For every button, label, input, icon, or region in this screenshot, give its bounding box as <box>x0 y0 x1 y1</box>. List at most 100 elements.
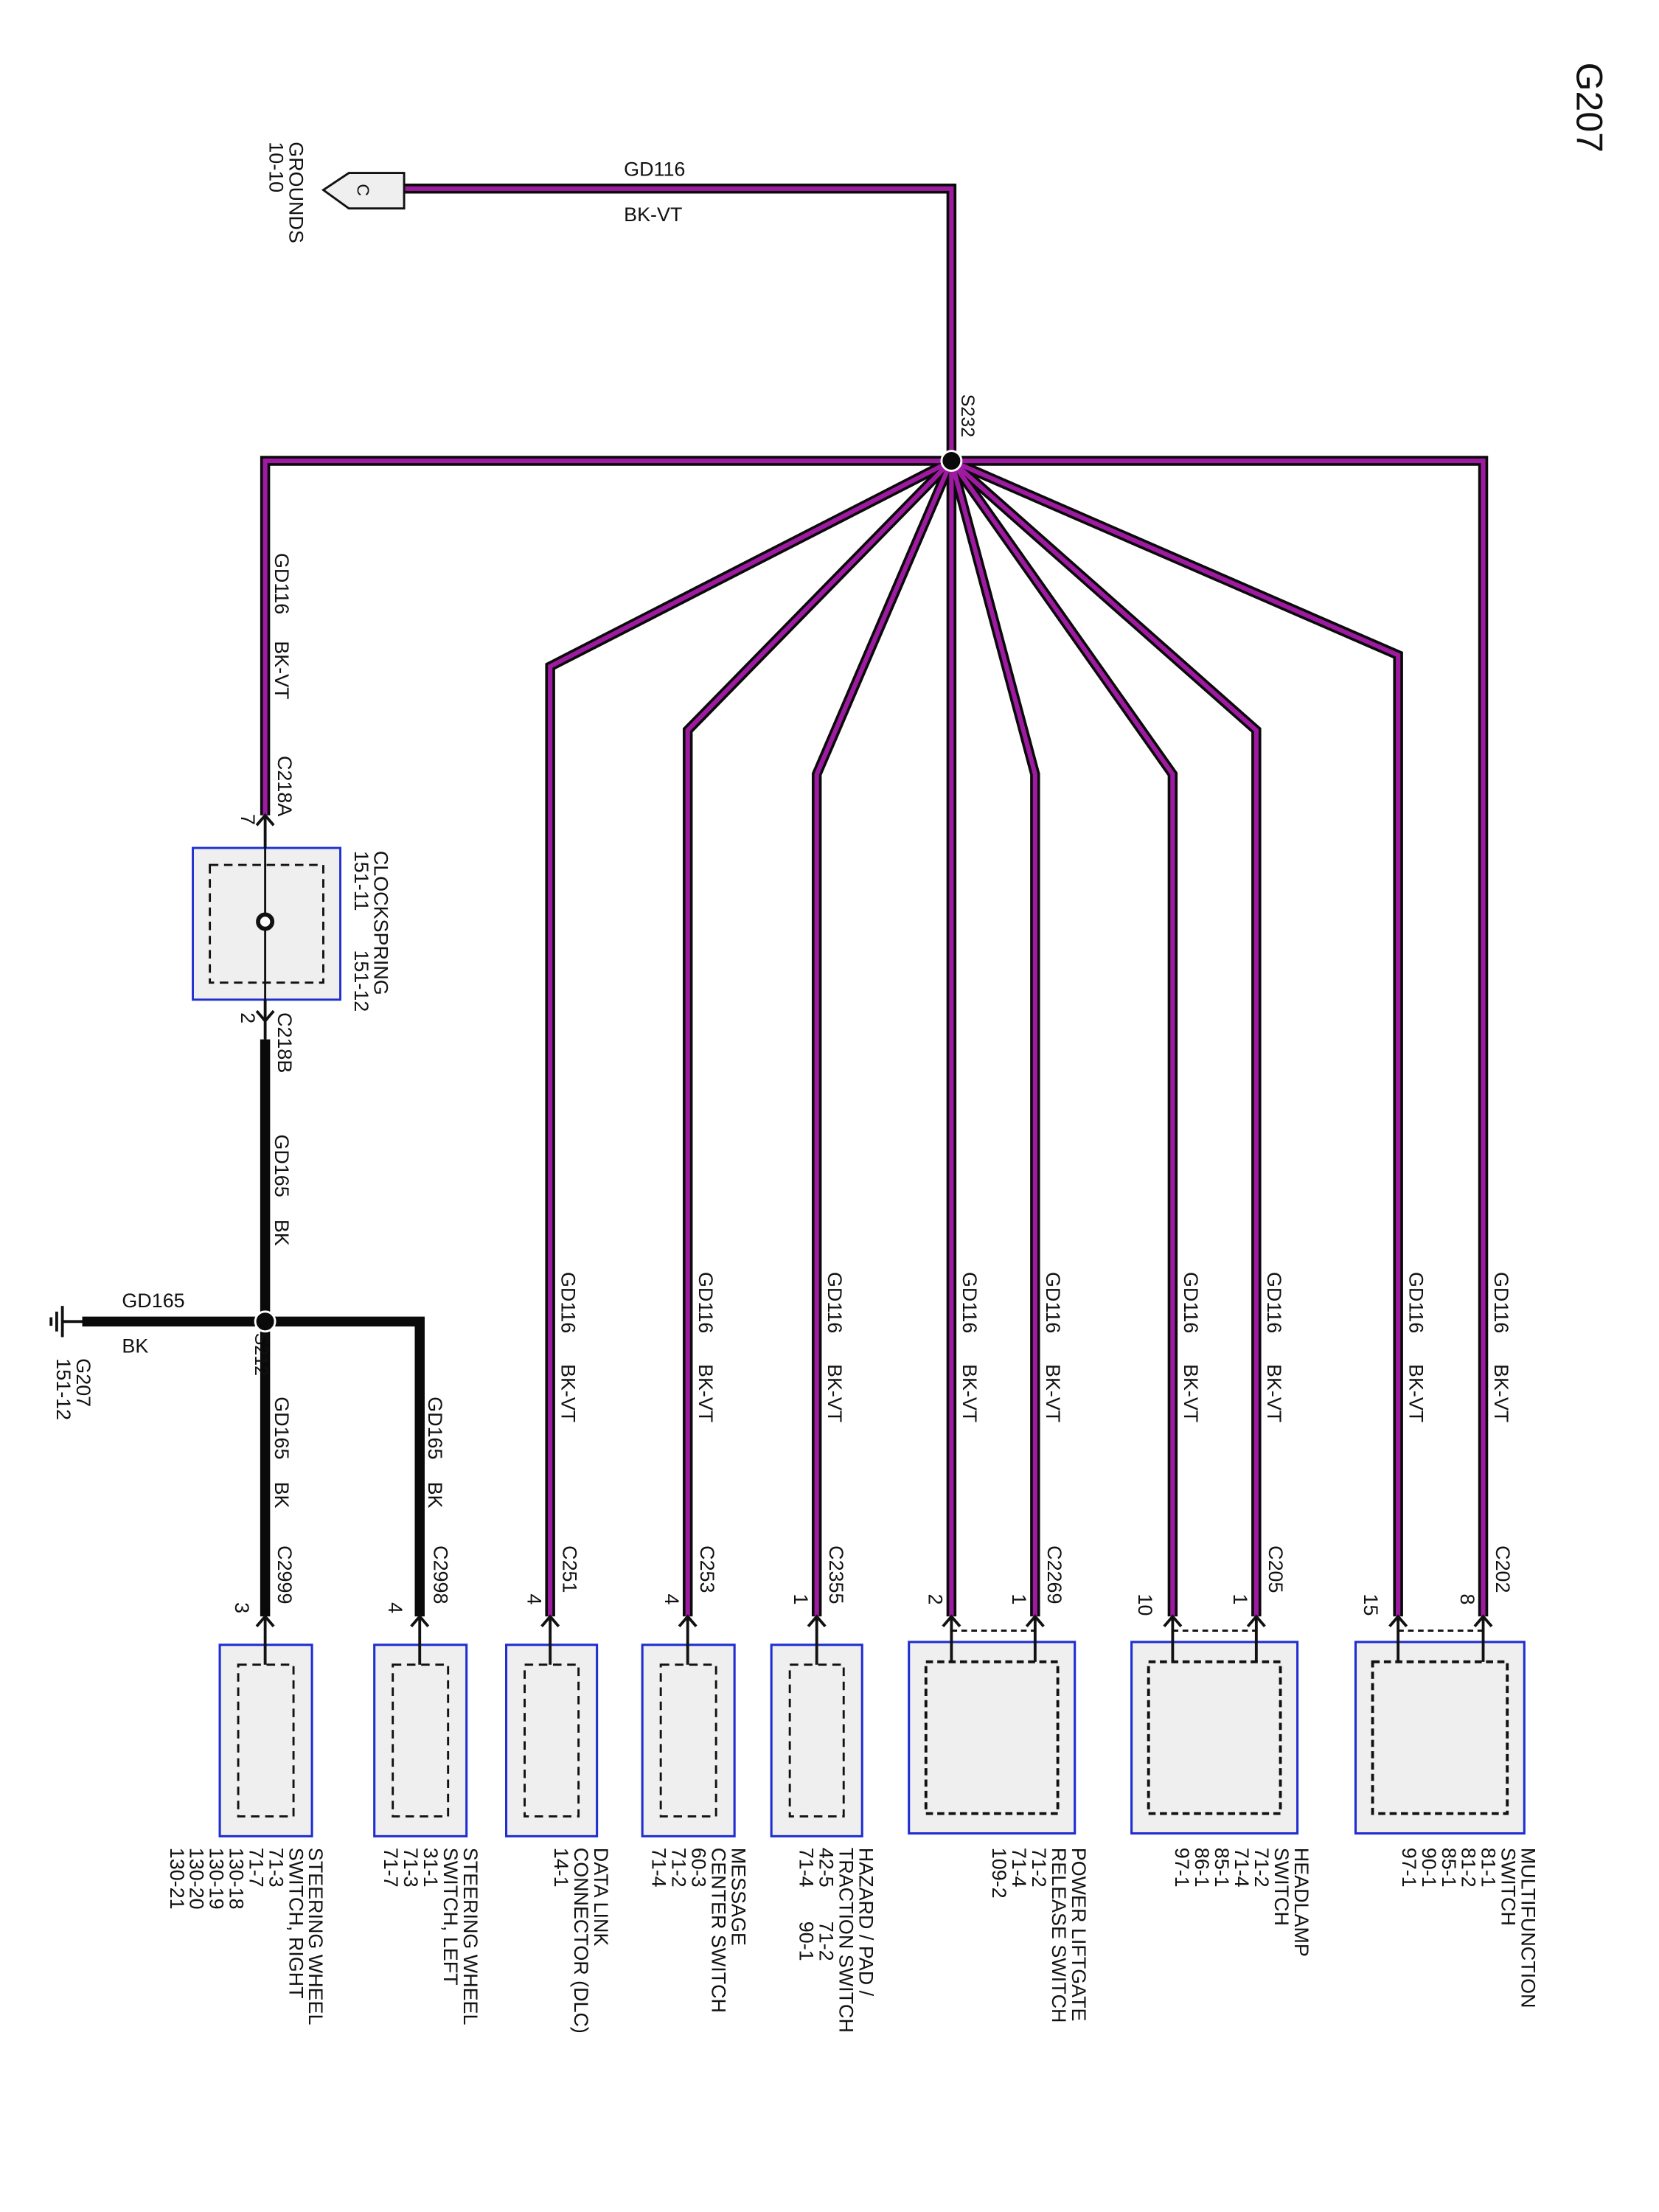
component-6-ref-4: 97-1 <box>1171 1848 1193 1888</box>
component-4-inner <box>788 1663 845 1818</box>
component-7-inner <box>1371 1660 1509 1815</box>
wire-branch-c251-color-stripe <box>548 459 953 1617</box>
sw-right-circuit: GD165 <box>271 1397 293 1459</box>
branch-0-color: BK-VT <box>557 1364 580 1422</box>
component-7-ref-0: 81-1 <box>1478 1848 1500 1888</box>
wire-gd165-left-switch[interactable] <box>265 1316 425 1617</box>
pin-icon-c218b <box>255 999 275 1040</box>
component-6-name-1: HEADLAMP <box>1290 1848 1312 1957</box>
branch-2-circuit: GD116 <box>824 1272 846 1333</box>
connector-letter: C <box>353 184 372 196</box>
component-4-ref-1: 71-4 <box>796 1848 818 1888</box>
branch-0-pin: 4 <box>523 1594 545 1605</box>
component-1-ref-1: 71-3 <box>400 1848 422 1888</box>
splice-s232[interactable] <box>940 450 963 472</box>
wire-branch-c253-color-stripe <box>685 459 953 1617</box>
branch-1-pin: 4 <box>661 1594 683 1605</box>
pin-icon-c218a <box>255 813 275 848</box>
wire-branch-c205-color-stripe <box>950 459 1259 1617</box>
component-4-name-1: HAZARD / PAD / <box>855 1848 877 1997</box>
pin-icon <box>1025 1614 1045 1628</box>
component-3-ref-1: 71-2 <box>668 1848 690 1888</box>
wire-branch-pin10[interactable] <box>947 458 1178 1617</box>
component-1-ref-0: 31-1 <box>420 1848 442 1888</box>
branch-0-circuit: GD116 <box>557 1272 580 1333</box>
black-wires-layer <box>82 1039 425 1617</box>
wire-branch-c2269[interactable] <box>946 459 1040 1617</box>
component-0-ref-3: 130-19 <box>206 1848 228 1910</box>
wire-branch-c2355[interactable] <box>811 459 956 1617</box>
clockspring-component[interactable] <box>192 830 341 1018</box>
component-2-name-1: DATA LINK <box>590 1848 612 1947</box>
component-7-ref-4: 97-1 <box>1398 1848 1420 1888</box>
component-4-refb-0: 71-2 <box>815 1921 838 1961</box>
pin-icon <box>678 1614 698 1628</box>
component-2-name-2: CONNECTOR (DLC) <box>570 1848 592 2034</box>
component-3-ref-2: 71-4 <box>648 1848 670 1888</box>
ground-connector-c[interactable]: C <box>321 172 406 210</box>
top-wire-color: BK-VT <box>624 204 682 226</box>
component-1-name-1: STEERING WHEEL <box>459 1848 481 2025</box>
grounds-ref: 10-10 <box>265 142 287 192</box>
wire-branch-c2269-color-stripe <box>949 460 1037 1617</box>
component-0-ref-0: 71-3 <box>265 1848 287 1888</box>
ground-circuit: GD165 <box>122 1290 184 1312</box>
component-1-inner <box>392 1663 450 1818</box>
component-2-box <box>505 1644 599 1837</box>
component-3-name-1: MESSAGE <box>727 1848 749 1946</box>
branch-5-circuit: GD116 <box>1180 1272 1202 1333</box>
sw-right-connector: C2999 <box>274 1545 296 1604</box>
branch-3-pin: 2 <box>925 1594 947 1605</box>
component-4-name-2: TRACTION SWITCH <box>835 1848 857 2033</box>
clockspring-center-icon <box>256 912 275 931</box>
wire-gd116-bus-right-color-stripe <box>951 458 1486 1617</box>
gd165-upper-circuit: GD165 <box>271 1134 293 1197</box>
splice-s212[interactable] <box>254 1310 276 1333</box>
branch-8-pin: 8 <box>1456 1594 1478 1605</box>
branch-1-connector: C253 <box>696 1545 718 1593</box>
component-7-box <box>1354 1641 1526 1835</box>
component-4[interactable]: HAZARD / PAD /TRACTION SWITCH42-571-471-… <box>770 1614 877 2033</box>
branch-labels-layer: GD116BK-VTC2514GD116BK-VTC2534GD116BK-VT… <box>523 1272 1513 1615</box>
splice-s212-label: S212 <box>251 1333 271 1376</box>
branch-4-circuit: GD116 <box>1042 1272 1064 1333</box>
component-1-ref-2: 71-7 <box>380 1848 402 1888</box>
splice-s232-label: S232 <box>957 394 978 437</box>
component-5-name-1: POWER LIFTGATE <box>1068 1848 1090 2022</box>
component-6-box <box>1130 1641 1299 1835</box>
component-3-box <box>641 1644 736 1837</box>
pin-icon <box>942 1614 961 1628</box>
branch-2-pin: 1 <box>790 1594 812 1605</box>
branch-6-circuit: GD116 <box>1263 1272 1285 1333</box>
connector-pointer-icon <box>321 172 406 210</box>
component-6-name-2: SWITCH <box>1270 1848 1293 1926</box>
ground-name: G207 <box>72 1358 94 1407</box>
pin-icon <box>410 1614 430 1628</box>
branch-4-color: BK-VT <box>1042 1364 1064 1422</box>
component-5-ref-2: 109-2 <box>988 1848 1010 1899</box>
gd165-upper-color: BK <box>271 1220 293 1246</box>
pin-c218b: 2 <box>237 1012 259 1023</box>
pin-icon <box>1473 1614 1493 1628</box>
branch-4-connector: C2269 <box>1043 1545 1065 1604</box>
component-7-name-2: SWITCH <box>1498 1848 1520 1926</box>
component-6-ref-0: 71-2 <box>1251 1848 1273 1888</box>
branch-5-pin: 10 <box>1134 1594 1156 1616</box>
wire-gd116-trunk[interactable] <box>404 184 957 464</box>
clockspring-ref-1: 151-11 <box>350 851 372 911</box>
component-2-ref-0: 14-1 <box>550 1848 572 1888</box>
connector-c218b: C218B <box>274 1012 296 1073</box>
component-1-name-2: SWITCH, LEFT <box>439 1848 462 1986</box>
component-0-inner <box>237 1663 295 1818</box>
component-7-ref-3: 90-1 <box>1418 1848 1440 1888</box>
branch-7-pin: 15 <box>1360 1594 1382 1616</box>
